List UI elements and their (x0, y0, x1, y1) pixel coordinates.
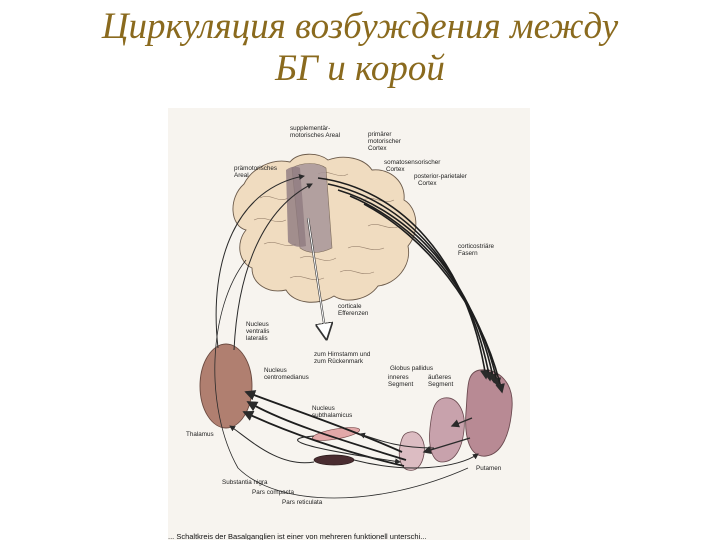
label-substantia-1: Substantia nigra (222, 479, 268, 486)
label-somatosensory-2: Cortex (386, 166, 405, 173)
subthalamic-loop (297, 432, 435, 465)
label-nucleus-cm-2: centromedianus (264, 374, 309, 381)
striatopallidal-fibers (422, 417, 473, 454)
circuit-diagram: supplementär- motorisches Areal primärer… (186, 125, 513, 506)
label-putamen: Putamen (476, 465, 502, 472)
label-premotor-area-2: Areal (234, 172, 249, 179)
label-cortical-efferent-1: corticale (338, 303, 362, 310)
label-nucleus-vl-3: lateralis (246, 335, 268, 342)
putamen-shape (465, 369, 513, 457)
label-brainstem-1: zum Hirnstamm und (314, 351, 371, 358)
basal-ganglia-circuit-figure: supplementär- motorisches Areal primärer… (168, 108, 530, 540)
label-corticostriatal-2: Fasern (458, 250, 478, 257)
label-premotor-2: motorischer (368, 138, 401, 145)
nigrostriatal-fibers (229, 425, 479, 469)
label-supplementary-2: motorisches Areal (290, 132, 340, 139)
label-nucleus-cm-1: Nucleus (264, 367, 287, 374)
label-supplementary-1: supplementär- (290, 125, 330, 132)
label-posterior-parietal-2: Cortex (418, 180, 437, 187)
label-somatosensory-1: somatosensorischer (384, 159, 440, 166)
thalamocortical-fibers (215, 173, 313, 351)
label-nucleus-vl-1: Nucleus (246, 321, 269, 328)
label-corticostriatal-1: corticostriäre (458, 243, 495, 250)
label-globus-outer-1: äußeres (428, 374, 451, 381)
pallidothalamic-fibers (242, 390, 407, 467)
slide-title: Циркуляция возбуждения между БГ и корой (0, 6, 720, 90)
outer-loop-line (214, 259, 469, 499)
slide-title-line-1: Циркуляция возбуждения между (101, 6, 619, 47)
substantia-nigra-shape (313, 454, 355, 466)
figure-labels: supplementär- motorisches Areal primärer… (186, 125, 502, 506)
label-posterior-parietal-1: posterior-parietaler (414, 173, 467, 180)
subthalamic-nucleus-shape (311, 427, 361, 441)
label-cortical-efferent-2: Efferenzen (338, 310, 369, 317)
label-globus-pallidus-1: Globus pallidus (390, 365, 433, 372)
label-premotor-1: primärer (368, 131, 391, 138)
slide-title-line-2: БГ и корой (275, 48, 445, 89)
label-subthalamic-1: Nucleus (312, 405, 335, 412)
label-subthalamic-2: subthalamicus (312, 412, 352, 419)
label-nucleus-vl-2: ventralis (246, 328, 269, 335)
label-thalamus: Thalamus (186, 431, 214, 438)
globus-pallidus-outer-shape (429, 397, 465, 463)
thalamus-shape (199, 343, 253, 429)
corticostriatal-fibers (317, 177, 505, 394)
label-premotor-area-1: prämotorisches (234, 165, 277, 172)
label-globus-pallidus-2: inneres (388, 374, 409, 381)
label-brainstem-2: zum Rückenmark (314, 358, 364, 365)
label-globus-pallidus-3: Segment (388, 381, 413, 388)
figure-caption: ... Schaltkreis der Basalganglien ist ei… (168, 532, 427, 540)
premotor-region (286, 166, 306, 247)
label-substantia-2: Pars compacta (252, 489, 294, 496)
label-globus-outer-2: Segment (428, 381, 453, 388)
label-substantia-3: Pars reticulata (282, 499, 323, 506)
globus-pallidus-inner-shape (398, 431, 425, 471)
label-premotor-3: Cortex (368, 145, 387, 152)
